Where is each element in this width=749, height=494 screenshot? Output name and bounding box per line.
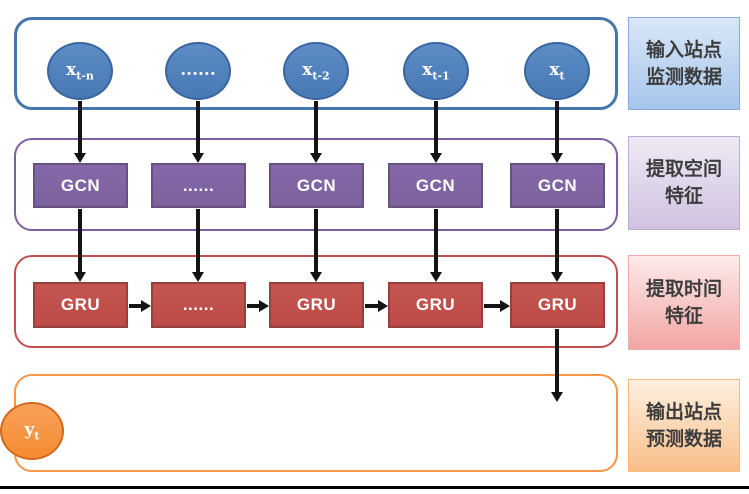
gru-node-1: GRU <box>33 282 128 328</box>
gru-node-4: GRU <box>388 282 483 328</box>
output-node-yt: yt <box>0 402 64 460</box>
right-arrow <box>247 304 259 308</box>
right-arrow <box>484 304 500 308</box>
side-label-line: 提取空间 <box>645 159 722 180</box>
gcn-node-4: GCN <box>388 163 483 208</box>
down-arrow <box>78 209 82 272</box>
side-label-line: 输出站点 <box>645 401 722 423</box>
down-arrow <box>314 209 318 272</box>
down-arrow <box>196 101 200 153</box>
down-arrow <box>314 101 318 153</box>
side-label-line: 特征 <box>664 186 703 207</box>
side-label-line: 预测数据 <box>645 428 722 450</box>
down-arrow <box>555 329 559 392</box>
down-arrow <box>196 209 200 272</box>
down-arrow <box>434 101 438 153</box>
gcn-node-5: GCN <box>510 163 605 208</box>
side-label-line: 输入站点 <box>645 39 722 61</box>
input-node-xt-1: xt-1 <box>403 42 469 100</box>
gru-node-ellipsis: ...... <box>151 282 246 328</box>
side-label-input-monitoring-data: 输入站点 监测数据 <box>628 17 740 110</box>
side-label-line: 提取时间 <box>645 278 722 300</box>
down-arrow <box>434 209 438 272</box>
input-node-ellipsis: ...... <box>165 42 231 100</box>
input-node-xt-2: xt-2 <box>283 42 349 100</box>
side-label-output-prediction-data: 输出站点 预测数据 <box>628 379 740 472</box>
down-arrow <box>555 209 559 272</box>
right-arrow <box>129 304 141 308</box>
gcn-node-1: GCN <box>33 163 128 208</box>
gru-node-5: GRU <box>510 282 605 328</box>
side-label-extract-temporal-features: 提取时间 特征 <box>628 255 740 350</box>
output-layer-container <box>14 374 618 472</box>
gcn-node-ellipsis: ...... <box>151 163 246 208</box>
right-arrow <box>365 304 378 308</box>
side-label-line: 特征 <box>664 305 703 327</box>
side-label-line: 监测数据 <box>645 66 722 88</box>
gcn-node-3: GCN <box>269 163 364 208</box>
side-label-extract-spatial-features: 提取空间 特征 <box>628 136 740 230</box>
bottom-divider-line <box>0 486 749 489</box>
gru-node-3: GRU <box>269 282 364 328</box>
down-arrow <box>78 101 82 153</box>
down-arrow <box>555 101 559 153</box>
input-node-xt-n: xt-n <box>47 42 113 100</box>
input-node-xt: xt <box>524 42 590 100</box>
